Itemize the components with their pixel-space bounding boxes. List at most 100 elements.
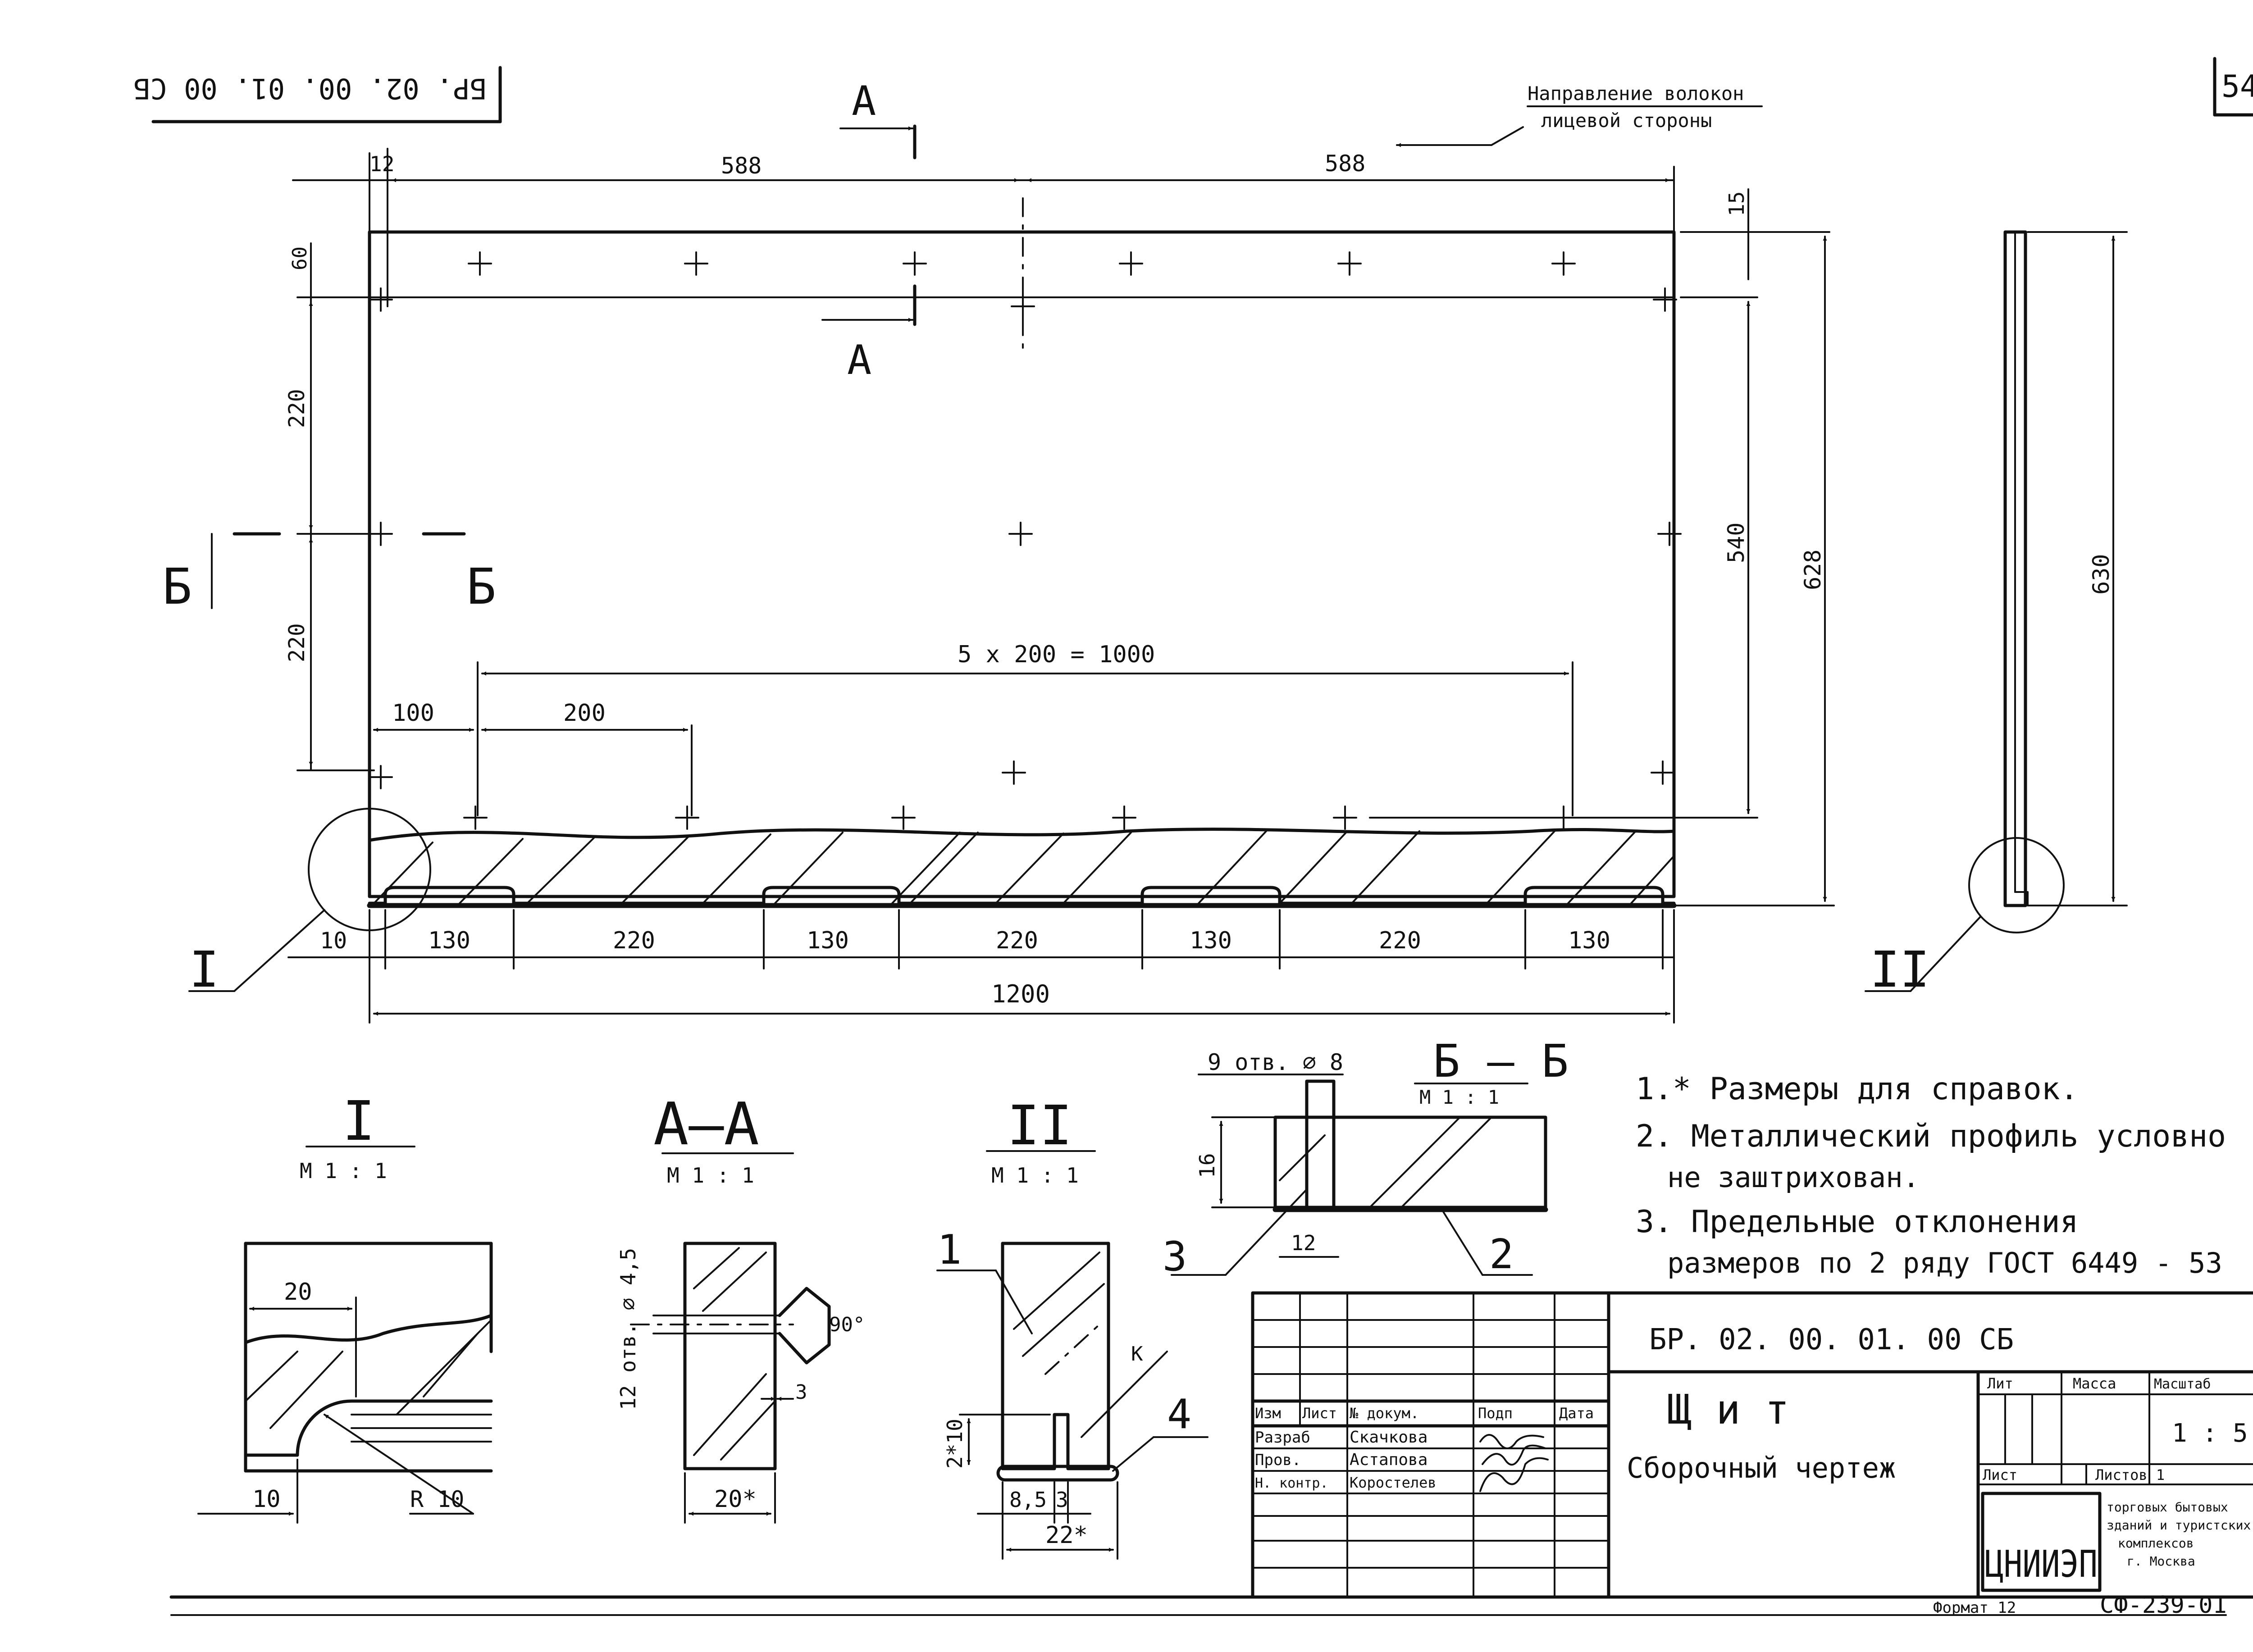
section-bb-callout-3: 3 xyxy=(1163,1233,1187,1280)
sheet-frame xyxy=(169,57,2253,1616)
role-checker: Пров. xyxy=(1255,1451,1301,1469)
dim-right-inner: 540 xyxy=(1723,523,1749,563)
section-bb-view: Б – Б М 1 : 1 9 отв. ⌀ 8 16 12 3 2 xyxy=(1163,1035,1569,1280)
section-b-label-left: Б xyxy=(162,558,192,615)
note-2-cont: не заштрихован. xyxy=(1667,1161,1920,1194)
detail-2-label: II xyxy=(1870,941,1929,998)
col-header-date: Дата xyxy=(1559,1405,1594,1422)
section-aa-title: А–А xyxy=(653,1090,759,1158)
detail-2-width: 22* xyxy=(1045,1522,1088,1549)
dim-side-view-height: 630 xyxy=(2088,554,2114,595)
role-developer: Разраб xyxy=(1255,1429,1310,1447)
section-marks: А А Б Б xyxy=(162,77,917,615)
dim-bottom-seg-3: 130 xyxy=(807,927,849,954)
dim-bottom-seg-6: 220 xyxy=(1379,927,1421,954)
col-header-izm: Изм xyxy=(1255,1405,1281,1422)
col-header-doc: № докум. xyxy=(1350,1405,1419,1422)
main-dimensions: 12 588 588 15 60 220 220 540 628 5 x 200… xyxy=(284,148,1835,1024)
signature-1 xyxy=(1479,1434,1544,1449)
hole-markers xyxy=(369,251,1682,830)
dim-top-span-left: 588 xyxy=(721,153,762,179)
dim-hole-pitch: 200 xyxy=(563,700,606,727)
section-bb-scale: М 1 : 1 xyxy=(1419,1086,1499,1108)
sheet-number: 54 xyxy=(2221,69,2253,105)
detail-2-title: II xyxy=(1007,1095,1072,1157)
detail-2-dim-a: 8,5 xyxy=(1009,1488,1047,1512)
fiber-direction-line-1: Направление волокон xyxy=(1528,82,1744,105)
org-name-3: комплексов xyxy=(2118,1536,2194,1551)
detail-2-callout-k: К xyxy=(1131,1343,1143,1365)
detail-1-radius: R 10 xyxy=(410,1486,464,1512)
detail-1-scale: М 1 : 1 xyxy=(300,1159,387,1183)
note-3: 3. Предельные отклонения xyxy=(1636,1204,2079,1240)
section-aa-angle: 90° xyxy=(829,1313,865,1336)
org-name-2: зданий и туристских xyxy=(2107,1518,2251,1533)
main-view-panel xyxy=(367,197,1677,908)
dim-hole-spacing: 5 x 200 = 1000 xyxy=(958,641,1155,668)
note-3-cont: размеров по 2 ряду ГОСТ 6449 - 53 xyxy=(1667,1247,2222,1279)
org-name-4: г. Москва xyxy=(2127,1554,2195,1569)
note-2: 2. Металлический профиль условно xyxy=(1636,1119,2226,1154)
detail-2-callout-4: 4 xyxy=(1167,1391,1191,1438)
section-b-label-right: Б xyxy=(466,558,496,615)
dim-overall-length: 1200 xyxy=(991,980,1050,1008)
scale-header: Масштаб xyxy=(2154,1376,2211,1392)
name-norm-control: Коростелев xyxy=(1350,1474,1437,1491)
mass-header: Масса xyxy=(2073,1375,2116,1392)
col-header-list: Лист xyxy=(1302,1405,1337,1422)
section-aa-scale: М 1 : 1 xyxy=(667,1163,754,1188)
dim-left-mid-upper: 220 xyxy=(284,389,310,428)
notes-block: 1.* Размеры для справок. 2. Металлически… xyxy=(1636,1071,2226,1279)
rotated-code: БР. 02. 00. 01. 00 СБ xyxy=(133,72,487,105)
form-code: СФ-239-01 xyxy=(2100,1592,2227,1619)
doc-type: Сборочный чертеж xyxy=(1627,1452,1896,1484)
detail-1-label: I xyxy=(189,941,219,998)
product-name: Щ и т xyxy=(1667,1386,1789,1434)
dim-left-top: 60 xyxy=(288,246,311,270)
detail-2-dim-b: 3 xyxy=(1056,1488,1068,1512)
dim-top-left-offset: 12 xyxy=(369,152,394,176)
org-logo-text: ЦНИИЭП xyxy=(1985,1543,2098,1586)
dim-bottom-seg-4: 220 xyxy=(996,927,1038,954)
section-bb-width: 12 xyxy=(1291,1231,1316,1255)
detail-1-view: I М 1 : 1 20 10 R 10 xyxy=(197,1090,493,1524)
dim-left-mid-lower: 220 xyxy=(284,623,310,662)
signature-2 xyxy=(1482,1444,1546,1466)
section-aa-depth: 3 xyxy=(795,1381,807,1404)
sheet-label: Лист xyxy=(1983,1466,2017,1484)
section-a-label-bottom: А xyxy=(847,337,871,384)
dim-bottom-seg-5: 130 xyxy=(1190,927,1232,954)
org-name-1: торговых бытовых xyxy=(2107,1500,2228,1515)
fiber-direction-line-2: лицевой стороны xyxy=(1541,109,1712,132)
fiber-direction: Направление волокон лицевой стороны xyxy=(1396,82,1763,147)
signature-3 xyxy=(1479,1457,1549,1492)
sheets-label: Листов 1 xyxy=(2095,1466,2165,1484)
dim-top-span-right: 588 xyxy=(1325,150,1365,177)
doc-number: БР. 02. 00. 01. 00 СБ xyxy=(1649,1323,2014,1356)
role-norm-control: Н. контр. xyxy=(1255,1475,1328,1491)
dim-bottom-seg-7: 130 xyxy=(1568,927,1610,954)
detail-2-callout-1: 1 xyxy=(937,1226,962,1274)
dim-bottom-seg-2: 220 xyxy=(613,927,655,954)
dim-bottom-seg-1: 130 xyxy=(428,927,470,954)
side-view: 630 II xyxy=(1865,230,2128,998)
detail-2-view: II М 1 : 1 2*10 8,5 3 22* 1 К 4 xyxy=(936,1095,1209,1560)
name-developer: Скачкова xyxy=(1350,1428,1428,1447)
col-header-sign: Подп xyxy=(1478,1405,1513,1422)
section-aa-holes: 12 отв. ⌀ 4,5 xyxy=(616,1248,640,1410)
detail-2-scale: М 1 : 1 xyxy=(991,1163,1079,1188)
org-logo: ЦНИИЭП xyxy=(1981,1492,2102,1592)
section-aa-width: 20* xyxy=(714,1486,757,1513)
detail-1-callout: I xyxy=(188,808,431,998)
detail-1-dim-bottom: 10 xyxy=(252,1486,281,1513)
section-bb-callout-2: 2 xyxy=(1489,1231,1514,1278)
name-checker: Астапова xyxy=(1350,1451,1428,1469)
section-bb-title: Б – Б xyxy=(1433,1035,1569,1088)
scale-value: 1 : 5 xyxy=(2172,1419,2248,1448)
lit-header: Лит xyxy=(1987,1375,2013,1392)
dim-bottom-start: 10 xyxy=(320,928,347,954)
detail-1-title: I xyxy=(342,1090,375,1153)
format-label: Формат 12 xyxy=(1933,1599,2016,1617)
detail-2-slot-height: 2*10 xyxy=(943,1419,967,1469)
